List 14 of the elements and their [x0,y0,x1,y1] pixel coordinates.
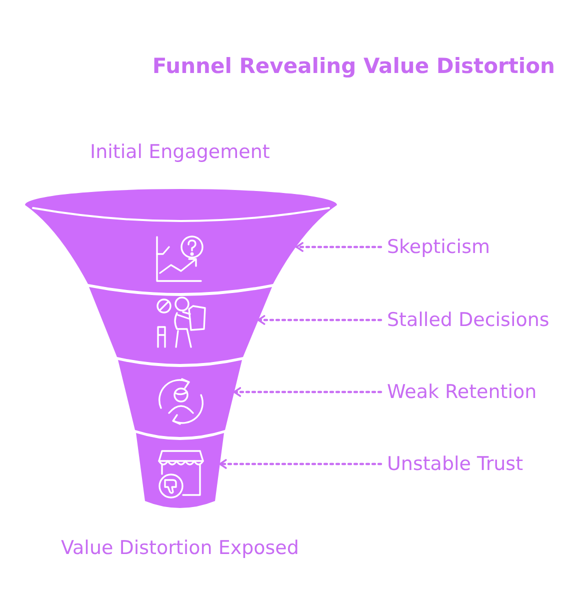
funnel-band [89,287,272,364]
dotted-arrow [233,387,382,397]
stage-label: Weak Retention [387,380,537,404]
dotted-arrow [257,315,382,325]
stage-label: Stalled Decisions [387,308,550,332]
stage-label: Unstable Trust [387,452,524,476]
funnel-band [118,360,242,437]
dotted-arrow [218,459,382,469]
diagram-title: Funnel Revealing Value Distortion [152,53,555,80]
funnel-band [136,433,224,508]
funnel-top-label: Initial Engagement [90,140,270,164]
funnel-bottom-label: Value Distortion Exposed [61,536,299,560]
dotted-arrow [295,242,382,252]
stage-label: Skepticism [387,235,490,259]
